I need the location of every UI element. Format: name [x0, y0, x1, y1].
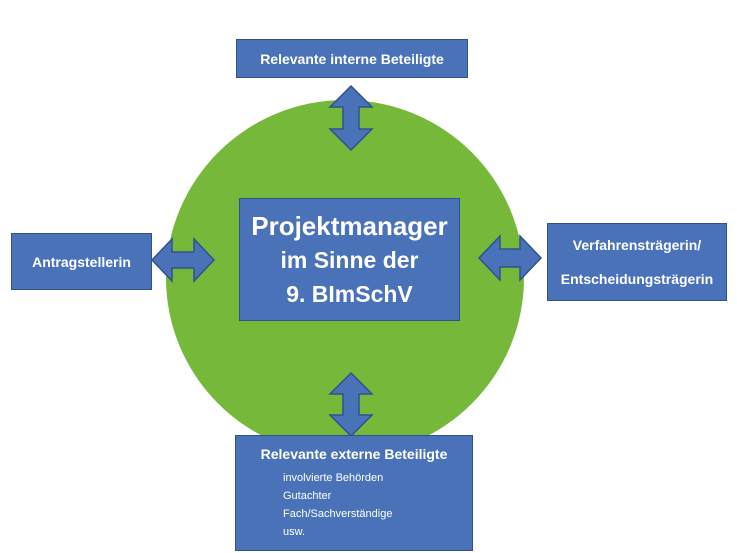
arrow-top [328, 84, 374, 152]
authority-box: Verfahrensträgerin/ Entscheidungsträgeri… [547, 223, 727, 301]
applicant-box: Antragstellerin [11, 233, 152, 290]
authority-label-line2: Entscheidungsträgerin [560, 271, 714, 287]
list-item: Fach/Sachverständige [283, 508, 393, 520]
external-stakeholders-title: Relevante externe Beteiligte [260, 446, 448, 462]
external-stakeholders-box: Relevante externe Beteiligte involvierte… [235, 435, 473, 551]
arrow-bottom [328, 371, 374, 438]
list-item: usw. [283, 526, 306, 538]
external-stakeholders-list: involvierte Behörden Gutachter Fach/Sach… [283, 469, 392, 541]
project-manager-line3: 9. BImSchV [286, 280, 413, 307]
project-manager-box: Projektmanager im Sinne der 9. BImSchV [239, 198, 460, 321]
arrow-right [477, 234, 543, 282]
authority-label-line1: Verfahrensträgerin/ [572, 237, 702, 253]
arrow-left [150, 237, 216, 283]
project-manager-line2: im Sinne der [280, 246, 419, 273]
internal-stakeholders-label: Relevante interne Beteiligte [260, 50, 444, 67]
applicant-label: Antragstellerin [32, 253, 131, 270]
list-item: Gutachter [283, 490, 332, 502]
project-manager-line1: Projektmanager [251, 210, 448, 241]
list-item: involvierte Behörden [283, 472, 384, 484]
internal-stakeholders-box: Relevante interne Beteiligte [236, 39, 468, 78]
